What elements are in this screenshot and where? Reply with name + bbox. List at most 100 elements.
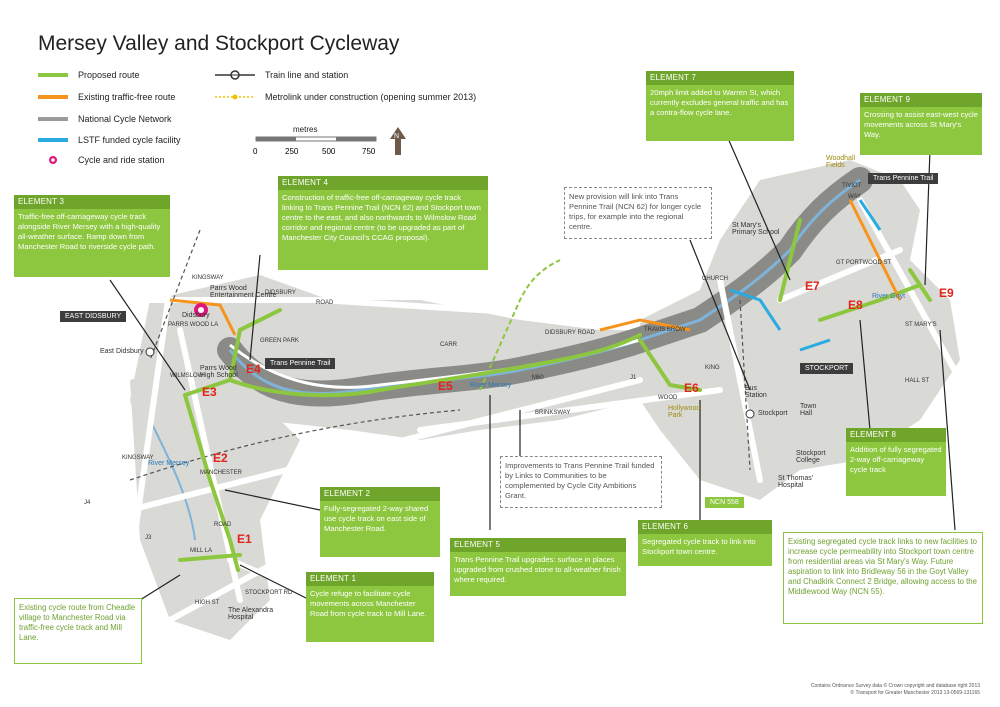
road-label: WAY bbox=[848, 194, 861, 200]
tpt-funding-note: Improvements to Trans Pennine Trail fund… bbox=[500, 456, 662, 508]
leader-e4 bbox=[249, 254, 261, 361]
cheadle-note: Existing cycle route from Cheadle villag… bbox=[14, 598, 142, 664]
ncn-spur bbox=[479, 259, 561, 391]
callout-heading: ELEMENT 3 bbox=[14, 195, 170, 209]
railway-north bbox=[149, 229, 201, 361]
callout-heading: ELEMENT 5 bbox=[450, 538, 626, 552]
goyt-valley-note: Existing segregated cycle track links to… bbox=[783, 532, 983, 624]
didsbury-label: Didsbury bbox=[182, 312, 210, 319]
legend-label: LSTF funded cycle facility bbox=[78, 135, 181, 145]
callout-heading: ELEMENT 6 bbox=[638, 520, 772, 534]
route-label-e1: E1 bbox=[237, 532, 252, 546]
north-arrow-icon bbox=[390, 127, 406, 155]
metrolink-icon bbox=[215, 94, 255, 100]
element-2-callout: ELEMENT 2 Fully-segregated 2-way shared … bbox=[320, 487, 440, 557]
alexandra-hospital-label: The Alexandra Hospital bbox=[228, 607, 274, 621]
road-high-street bbox=[167, 557, 283, 623]
legend-label: National Cycle Network bbox=[78, 114, 172, 124]
legend-existing: Existing traffic-free route bbox=[38, 92, 175, 102]
road-label: GREEN PARK bbox=[260, 338, 299, 344]
road-label: DIDSBURY ROAD bbox=[545, 330, 595, 336]
callout-body: Addition of fully segregated 2-way off-c… bbox=[850, 445, 942, 474]
river-goyt-label: River Goyt bbox=[872, 293, 906, 300]
leader-lines bbox=[109, 119, 956, 601]
scale-tick: 0 bbox=[253, 147, 258, 156]
leader-e2 bbox=[224, 489, 321, 511]
road-label: HIGH ST bbox=[195, 600, 220, 606]
road-m60 bbox=[127, 377, 643, 513]
east-didsbury-badge: EAST DIDSBURY bbox=[60, 311, 127, 322]
route-e8 bbox=[818, 283, 922, 322]
road-didsbury-road bbox=[317, 297, 643, 323]
hollywood-park-label: Hollywood Park bbox=[668, 405, 701, 419]
leader-e9 bbox=[924, 149, 931, 286]
callout-heading: ELEMENT 4 bbox=[278, 176, 488, 190]
element-9-callout: ELEMENT 9 Crossing to assist east-west c… bbox=[860, 93, 982, 155]
scale-tick: 750 bbox=[362, 147, 376, 156]
copyright: Contains Ordnance Survey data © Crown co… bbox=[811, 683, 980, 697]
legend-train: Train line and station bbox=[215, 70, 348, 80]
stockport-station-label: Stockport bbox=[758, 410, 788, 417]
woodhall-fields-label: Woodhall Fields bbox=[826, 155, 856, 169]
road-label: STOCKPORT RD bbox=[245, 590, 293, 596]
road-brinksway bbox=[417, 387, 723, 433]
st-thomas-label: St Thomas' Hospital bbox=[778, 475, 814, 489]
river-mersey-south bbox=[149, 419, 196, 541]
legend-label: Existing traffic-free route bbox=[78, 92, 176, 102]
road-label: DIDSBURY bbox=[265, 290, 296, 296]
ncn558-badge: NCN 558 bbox=[705, 497, 744, 508]
north-label: N bbox=[394, 133, 400, 140]
legend-metrolink: Metrolink under construction (opening su… bbox=[215, 92, 476, 102]
leader-e1 bbox=[239, 564, 311, 601]
existing-route-east-didsbury bbox=[169, 298, 237, 336]
leader-e3 bbox=[109, 279, 186, 391]
road-kingsway bbox=[117, 247, 178, 643]
road-stockport-road bbox=[227, 557, 303, 593]
route-label-e7: E7 bbox=[805, 279, 820, 293]
route-e9 bbox=[908, 268, 932, 302]
route-e3-e5 bbox=[183, 333, 642, 398]
leader-cheadle bbox=[139, 574, 181, 601]
route-e7 bbox=[778, 218, 802, 302]
tpt-badge-east: Trans Pennine Trail bbox=[868, 173, 939, 184]
legend-proposed: Proposed route bbox=[38, 70, 140, 80]
existing-route-st-marys-way bbox=[848, 199, 902, 301]
element-1-callout: ELEMENT 1 Cycle refuge to facilitate cyc… bbox=[306, 572, 434, 642]
road-label: TRAVIS BROW bbox=[644, 327, 686, 333]
lstf-route-3 bbox=[858, 199, 882, 231]
callout-body: Segregated cycle track to link into Stoc… bbox=[642, 537, 756, 556]
river-mersey-label: River Mersey bbox=[470, 382, 512, 389]
scale-tick: 500 bbox=[322, 147, 336, 156]
st-marys-school-label: St Mary's Primary School bbox=[732, 222, 780, 236]
route-label-e2: E2 bbox=[213, 451, 228, 465]
legend-label: Metrolink under construction (opening su… bbox=[265, 92, 477, 102]
stockport-station-icon bbox=[745, 409, 755, 419]
proposed-swatch bbox=[38, 73, 68, 77]
callout-body: 20mph limit added to Warren St, which cu… bbox=[650, 88, 789, 117]
leader-new-provision bbox=[689, 239, 751, 391]
route-mill-lane bbox=[178, 553, 242, 562]
road-label: CHURCH bbox=[702, 276, 728, 282]
route-label-e6: E6 bbox=[684, 381, 699, 395]
callout-body: Cycle refuge to facilitate cycle movemen… bbox=[310, 589, 427, 618]
road-label: PARRS WOOD LA bbox=[168, 322, 219, 328]
parrs-wood-school-label: Parrs Wood High School bbox=[200, 365, 238, 379]
scale-bar bbox=[255, 136, 377, 142]
road-label: J3 bbox=[145, 535, 152, 541]
east-didsbury-station-icon bbox=[145, 347, 155, 357]
road-label: ST MARY'S bbox=[905, 322, 937, 328]
callout-body: Trans Pennine Trail upgrades: surface in… bbox=[454, 555, 621, 584]
route-e6 bbox=[638, 338, 702, 392]
callout-heading: ELEMENT 9 bbox=[860, 93, 982, 107]
legend-station: Cycle and ride station bbox=[38, 155, 165, 165]
route-label-e4: E4 bbox=[246, 362, 261, 376]
road-label: TIVIOT bbox=[842, 183, 862, 189]
route-label-e8: E8 bbox=[848, 298, 863, 312]
lstf-routes bbox=[729, 199, 882, 352]
existing-swatch bbox=[38, 95, 68, 99]
road-label: WILMSLOW bbox=[170, 373, 204, 379]
road-label: ROAD bbox=[214, 522, 232, 528]
callout-heading: ELEMENT 2 bbox=[320, 487, 440, 501]
river-mersey-south-label: River Mersey bbox=[148, 460, 190, 467]
